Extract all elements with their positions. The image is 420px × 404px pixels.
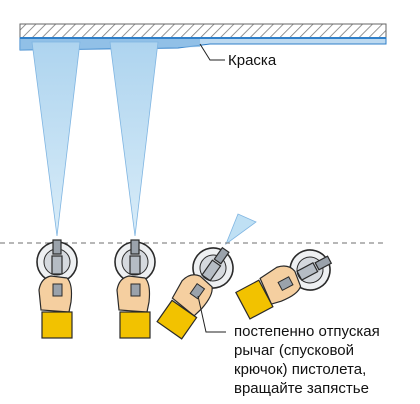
paint-label: Краска bbox=[228, 52, 277, 69]
spray-cone bbox=[225, 213, 257, 246]
hand-with-spray-gun-icon bbox=[114, 239, 156, 339]
instruction-line: постепенно отпуская bbox=[234, 323, 380, 340]
instruction-pointer-line bbox=[197, 295, 226, 333]
instruction-line: рычаг (спусковой bbox=[234, 342, 354, 359]
instruction-line: крючок) пистолета, bbox=[234, 361, 367, 378]
hand-with-spray-gun-tilted-icon bbox=[156, 246, 234, 340]
spray-cone bbox=[109, 41, 159, 237]
hand-with-spray-gun-rotated-icon bbox=[235, 249, 333, 320]
paint-pointer-line bbox=[199, 43, 225, 61]
hand-with-spray-gun-icon bbox=[36, 239, 78, 339]
spray-cone bbox=[31, 41, 81, 237]
instruction-text: постепенно отпуская рычаг (спусковой крю… bbox=[234, 322, 380, 398]
instruction-line: вращайте запястье bbox=[234, 380, 369, 397]
